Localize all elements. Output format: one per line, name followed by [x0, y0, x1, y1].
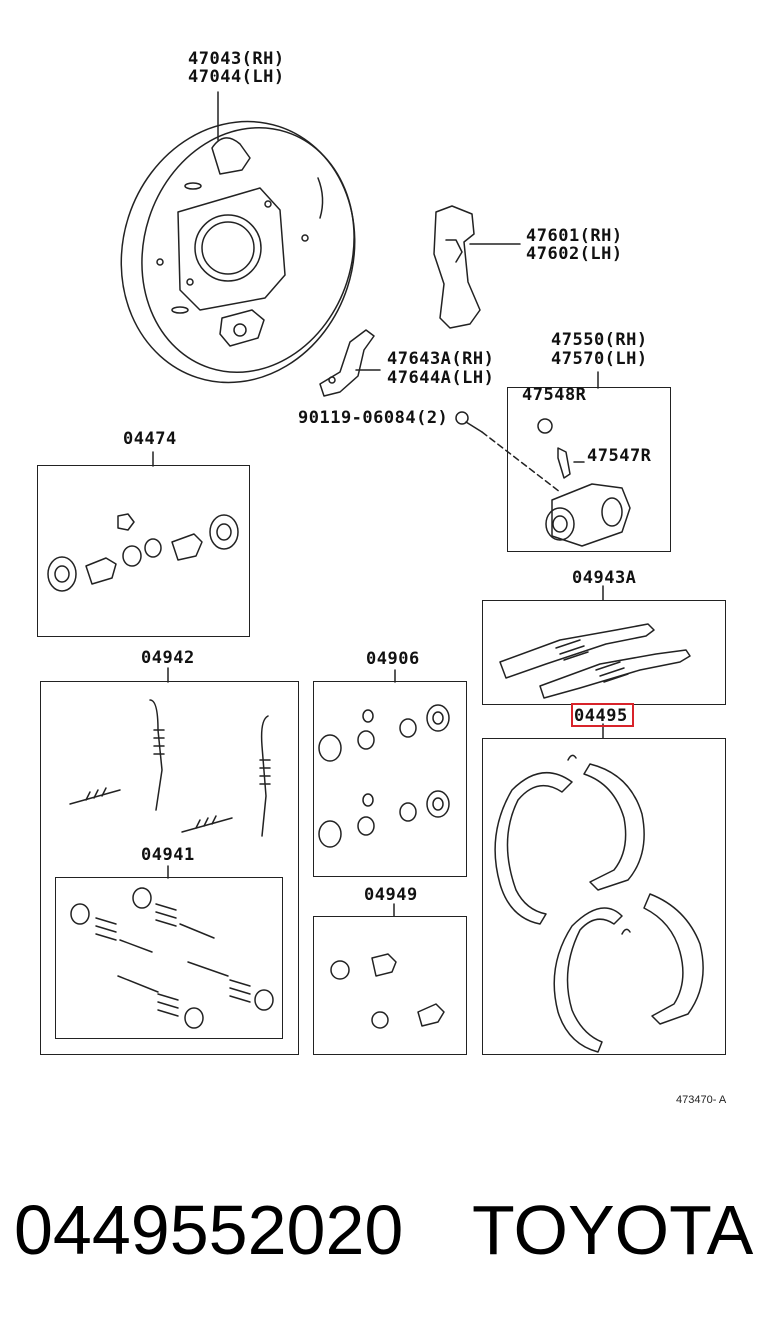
label-lever-lh: 47602(LH) [526, 244, 623, 264]
label-strut-lh: 47644A(LH) [387, 368, 495, 388]
kit-04942-drawing [69, 667, 271, 837]
kit-04941-drawing [70, 865, 274, 1029]
label-kit-04941: 04941 [141, 845, 195, 865]
label-kit-04495: 04495 [574, 706, 628, 726]
label-kit-04942: 04942 [141, 648, 195, 668]
parking-lever-drawing [433, 205, 521, 329]
strut-drawing [319, 329, 381, 397]
label-backing-plate-lh: 47044(LH) [188, 67, 285, 87]
label-kit-04906: 04906 [366, 649, 420, 669]
label-bleeder-cap: 47548R [522, 385, 587, 405]
label-kit-04474: 04474 [123, 429, 177, 449]
kit-04906-box [313, 681, 467, 877]
kit-04906-drawing [318, 669, 450, 848]
kit-04949-box [313, 916, 467, 1055]
part-number: 0449552020 [14, 1191, 404, 1269]
label-kit-04949: 04949 [364, 885, 418, 905]
label-lever-rh: 47601(RH) [526, 226, 623, 246]
bolt-drawing [455, 411, 561, 493]
kit-04949-drawing [330, 903, 445, 1029]
kit-04943A-drawing [499, 585, 691, 699]
kit-04941-box [55, 877, 283, 1039]
kit-04474-drawing [47, 451, 239, 592]
figure-reference: 473470- A [676, 1094, 727, 1106]
kit-04942-box [40, 681, 299, 1055]
part-highlight-box [571, 703, 634, 727]
kit-04943A-box [482, 600, 726, 705]
wheel-cylinder-box [507, 387, 671, 552]
wheel-cylinder-drawing [537, 371, 631, 547]
label-bleeder-plug: 47547R [587, 446, 652, 466]
backing-plate-drawing [120, 91, 356, 384]
label-backing-plate-rh: 47043(RH) [188, 49, 285, 69]
kit-04495-box [482, 738, 726, 1055]
label-cylinder-rh: 47550(RH) [551, 330, 648, 350]
label-kit-04943A: 04943A [572, 568, 637, 588]
label-strut-rh: 47643A(RH) [387, 349, 495, 369]
kit-04495-drawing [494, 723, 704, 1053]
label-cylinder-lh: 47570(LH) [551, 349, 648, 369]
label-bolt: 90119-06084(2) [298, 408, 449, 428]
kit-04474-box [37, 465, 250, 637]
brand-name: TOYOTA [472, 1191, 754, 1269]
